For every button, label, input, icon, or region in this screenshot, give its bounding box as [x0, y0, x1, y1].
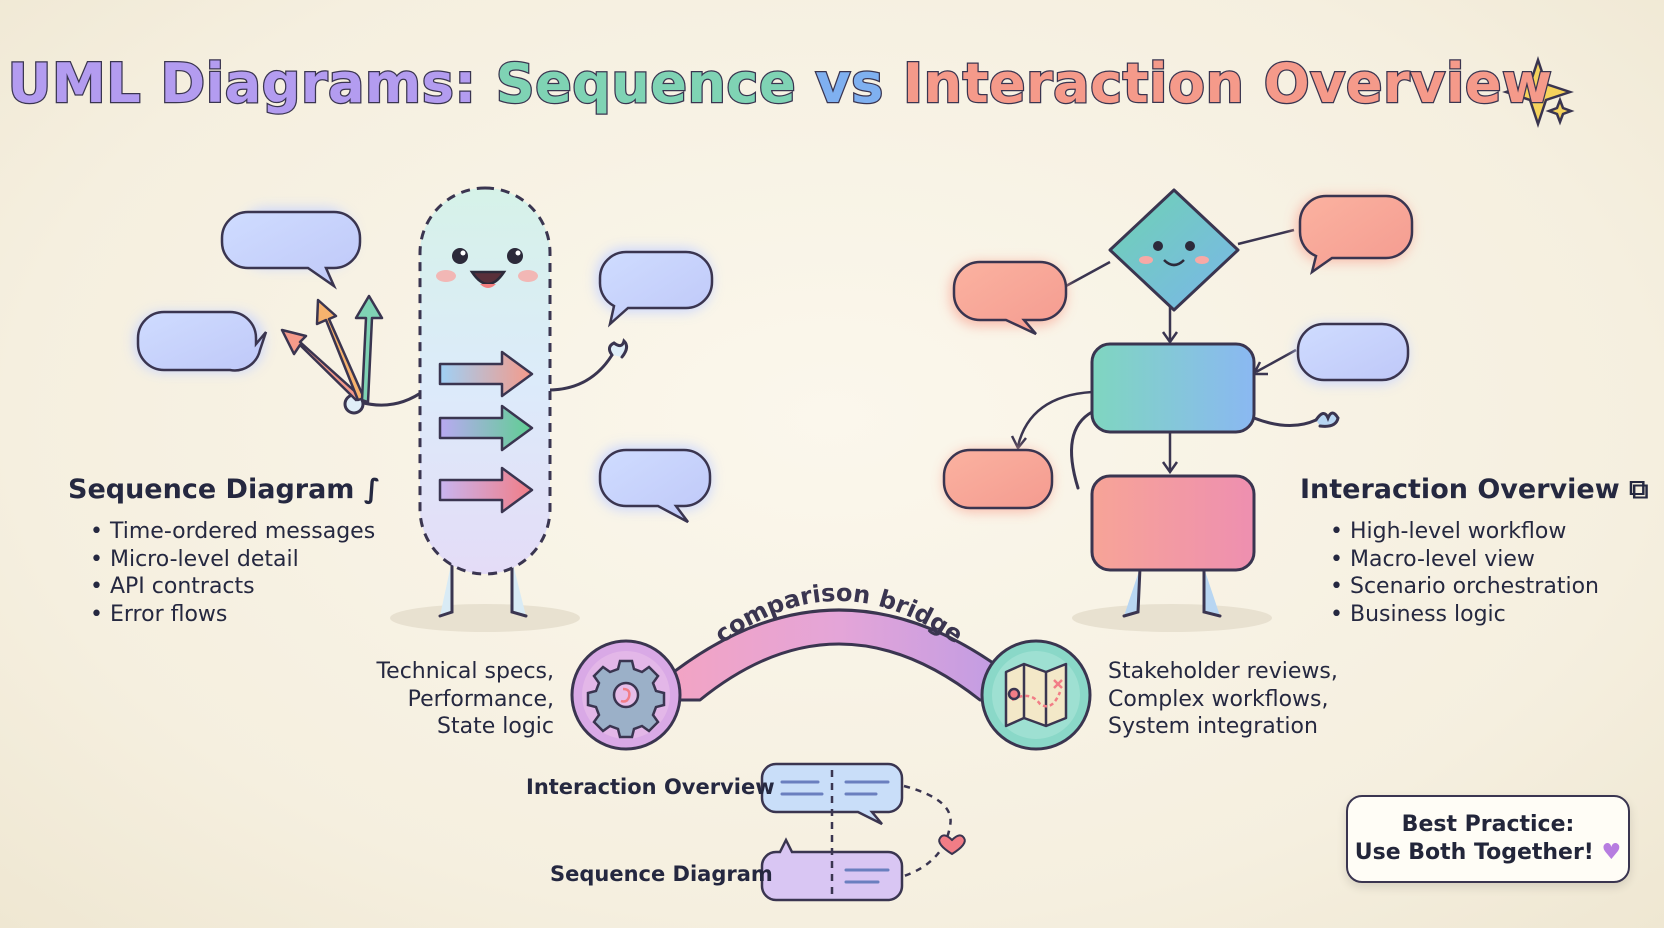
best-practice-heading: Best Practice:: [1401, 812, 1575, 837]
title-part-interaction: Interaction Overview: [902, 51, 1553, 117]
speech-bubble-icon: [950, 260, 1068, 336]
message-arrow-2: [438, 404, 534, 452]
legend-interaction-bubble: [760, 762, 904, 826]
list-item: Error flows: [90, 601, 375, 629]
message-arrows: [438, 350, 534, 514]
interaction-title-text: Interaction Overview: [1300, 474, 1620, 505]
speech-bubble-icon: [596, 446, 712, 524]
use-case-line: System integration: [1108, 714, 1318, 739]
sequence-panel-title: Sequence Diagram ∫: [68, 474, 380, 505]
speech-bubble-icon: [1296, 194, 1414, 275]
left-character-shadow: [390, 604, 580, 632]
speech-bubble-icon: [1296, 322, 1410, 384]
right-character-legs: [1122, 566, 1222, 618]
interaction-panel-title: Interaction Overview ⧉: [1300, 474, 1648, 506]
legend-sequence-label: Sequence Diagram: [550, 862, 773, 886]
list-item: High-level workflow: [1330, 518, 1599, 546]
integral-icon: ∫: [363, 474, 381, 505]
message-arrow-3: [438, 466, 534, 514]
interaction-use-cases: Stakeholder reviews, Complex workflows, …: [1108, 658, 1348, 741]
gear-icon: [570, 639, 682, 751]
activity-box-middle: [1090, 342, 1256, 434]
speech-bubble-icon: [220, 208, 362, 290]
list-item: Business logic: [1330, 601, 1599, 629]
left-speech-bubbles: [134, 208, 714, 524]
use-case-line: State logic: [437, 714, 554, 739]
best-practice-card: Best Practice: Use Both Together! ♥: [1346, 795, 1630, 883]
use-case-line: Technical specs,: [376, 659, 554, 684]
speech-bubble-icon: [134, 310, 268, 372]
heart-icon: [938, 834, 966, 856]
left-character-face: [436, 248, 538, 288]
left-character-legs: [438, 558, 528, 618]
overview-frame-icon: ⧉: [1629, 474, 1649, 505]
decision-diamond: [1108, 188, 1240, 312]
best-practice-message: Use Both Together! ♥: [1354, 840, 1622, 865]
legend-sequence-bubble: [760, 837, 904, 902]
sequence-use-cases: Technical specs, Performance, State logi…: [340, 658, 554, 741]
interaction-features-list: High-level workflow Macro-level view Sce…: [1330, 518, 1599, 628]
speech-bubble-icon: [942, 448, 1054, 512]
list-item: Micro-level detail: [90, 546, 375, 574]
use-case-line: Performance,: [407, 686, 554, 712]
page-title: UML Diagrams: Sequence vs Interaction Ov…: [0, 51, 1560, 117]
sparkle-icon: [1502, 56, 1575, 128]
legend-mini-diagram: [760, 762, 966, 902]
sequence-features-list: Time-ordered messages Micro-level detail…: [90, 518, 375, 628]
map-icon: [980, 639, 1092, 751]
speech-bubble-icon: [596, 248, 714, 328]
title-part-sequence: Sequence: [494, 51, 797, 117]
heart-icon: ♥: [1601, 840, 1622, 865]
sequence-title-text: Sequence Diagram: [68, 474, 355, 505]
comparison-bridge: comparison bridge: [638, 579, 1042, 702]
list-item: Time-ordered messages: [90, 518, 375, 546]
title-part-uml: UML Diagrams:: [6, 51, 477, 117]
message-arrow-1: [438, 350, 534, 398]
list-item: Macro-level view: [1330, 546, 1599, 574]
right-speech-bubbles: [942, 194, 1414, 512]
title-part-vs: vs: [814, 51, 884, 117]
activity-box-bottom: [1090, 474, 1256, 572]
right-character-arms: [1070, 410, 1340, 490]
list-item: Scenario orchestration: [1330, 573, 1599, 601]
right-character-shadow: [1072, 604, 1272, 632]
use-case-line: Complex workflows,: [1108, 686, 1329, 712]
legend-interaction-label: Interaction Overview: [526, 775, 775, 799]
use-case-line: Stakeholder reviews,: [1108, 659, 1338, 684]
held-arrows-icon: [280, 294, 384, 404]
list-item: API contracts: [90, 573, 375, 601]
